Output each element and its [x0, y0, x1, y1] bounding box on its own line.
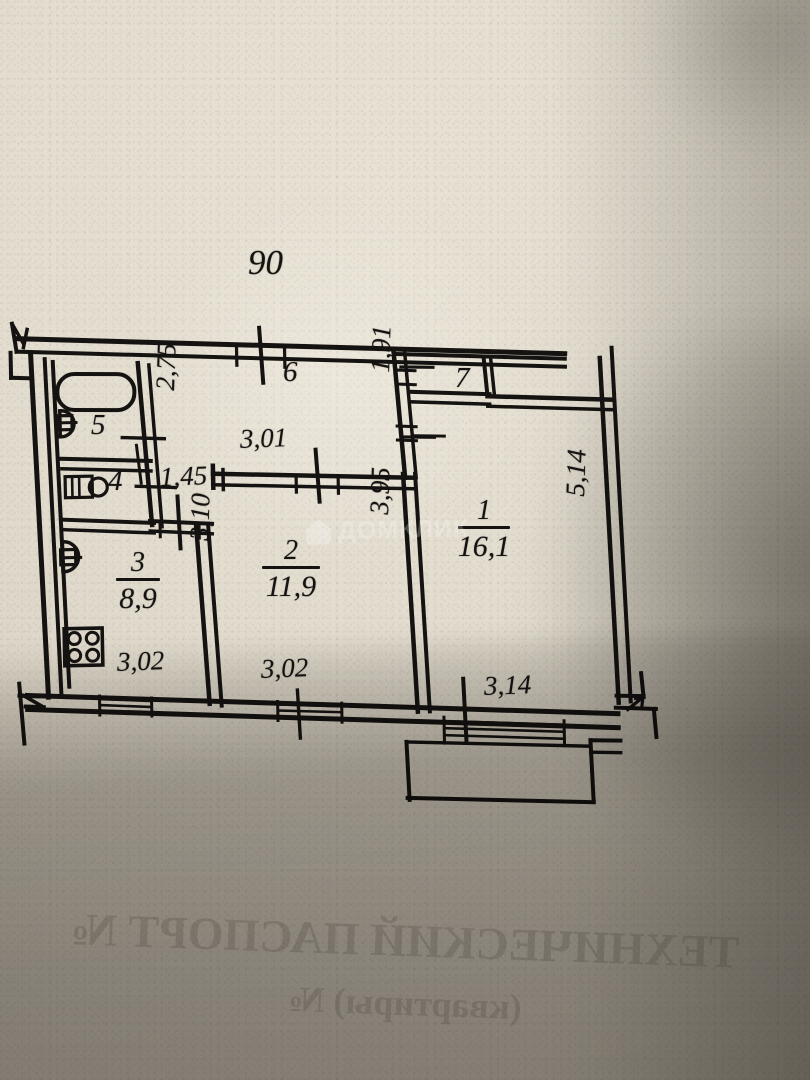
room-number-3: 3	[131, 547, 145, 578]
room-label-2: 2 11,9	[258, 536, 324, 602]
window-room-2	[276, 699, 344, 724]
dimension-1-45: 1,45	[159, 460, 208, 492]
page-title: 90	[248, 243, 283, 282]
shadow-bottom-right-corner	[390, 320, 810, 960]
shadow-top-right	[530, 0, 810, 260]
bathtub-icon	[55, 372, 137, 413]
room-area-2: 11,9	[265, 569, 317, 603]
fraction-bar	[116, 578, 160, 581]
entrance-arrow-icon	[8, 321, 34, 381]
room-label-1: 1 16,1	[455, 496, 513, 562]
room-label-3: 3 8,9	[112, 548, 164, 614]
fraction-bar	[458, 526, 510, 529]
room-tag-5: 5	[91, 409, 106, 441]
window-kitchen	[97, 694, 154, 718]
toilet-icon	[56, 409, 78, 439]
dimension-2-75: 2,75	[150, 342, 182, 391]
dimension-3-10: 3,10	[184, 492, 216, 541]
room-tag-7: 7	[455, 364, 470, 393]
room-area-1: 16,1	[455, 531, 513, 563]
fraction-bar	[262, 566, 320, 569]
room-tag-4: 4	[108, 465, 123, 497]
stove-icon	[62, 626, 105, 668]
kitchen-sink-icon	[58, 540, 83, 574]
room-tag-6: 6	[283, 356, 298, 388]
room-area-3: 8,9	[119, 581, 157, 615]
washbasin-icon	[63, 474, 109, 500]
dimension-3-01: 3,01	[239, 422, 288, 454]
room-number-2: 2	[284, 535, 298, 566]
room-number-1: 1	[455, 496, 513, 526]
